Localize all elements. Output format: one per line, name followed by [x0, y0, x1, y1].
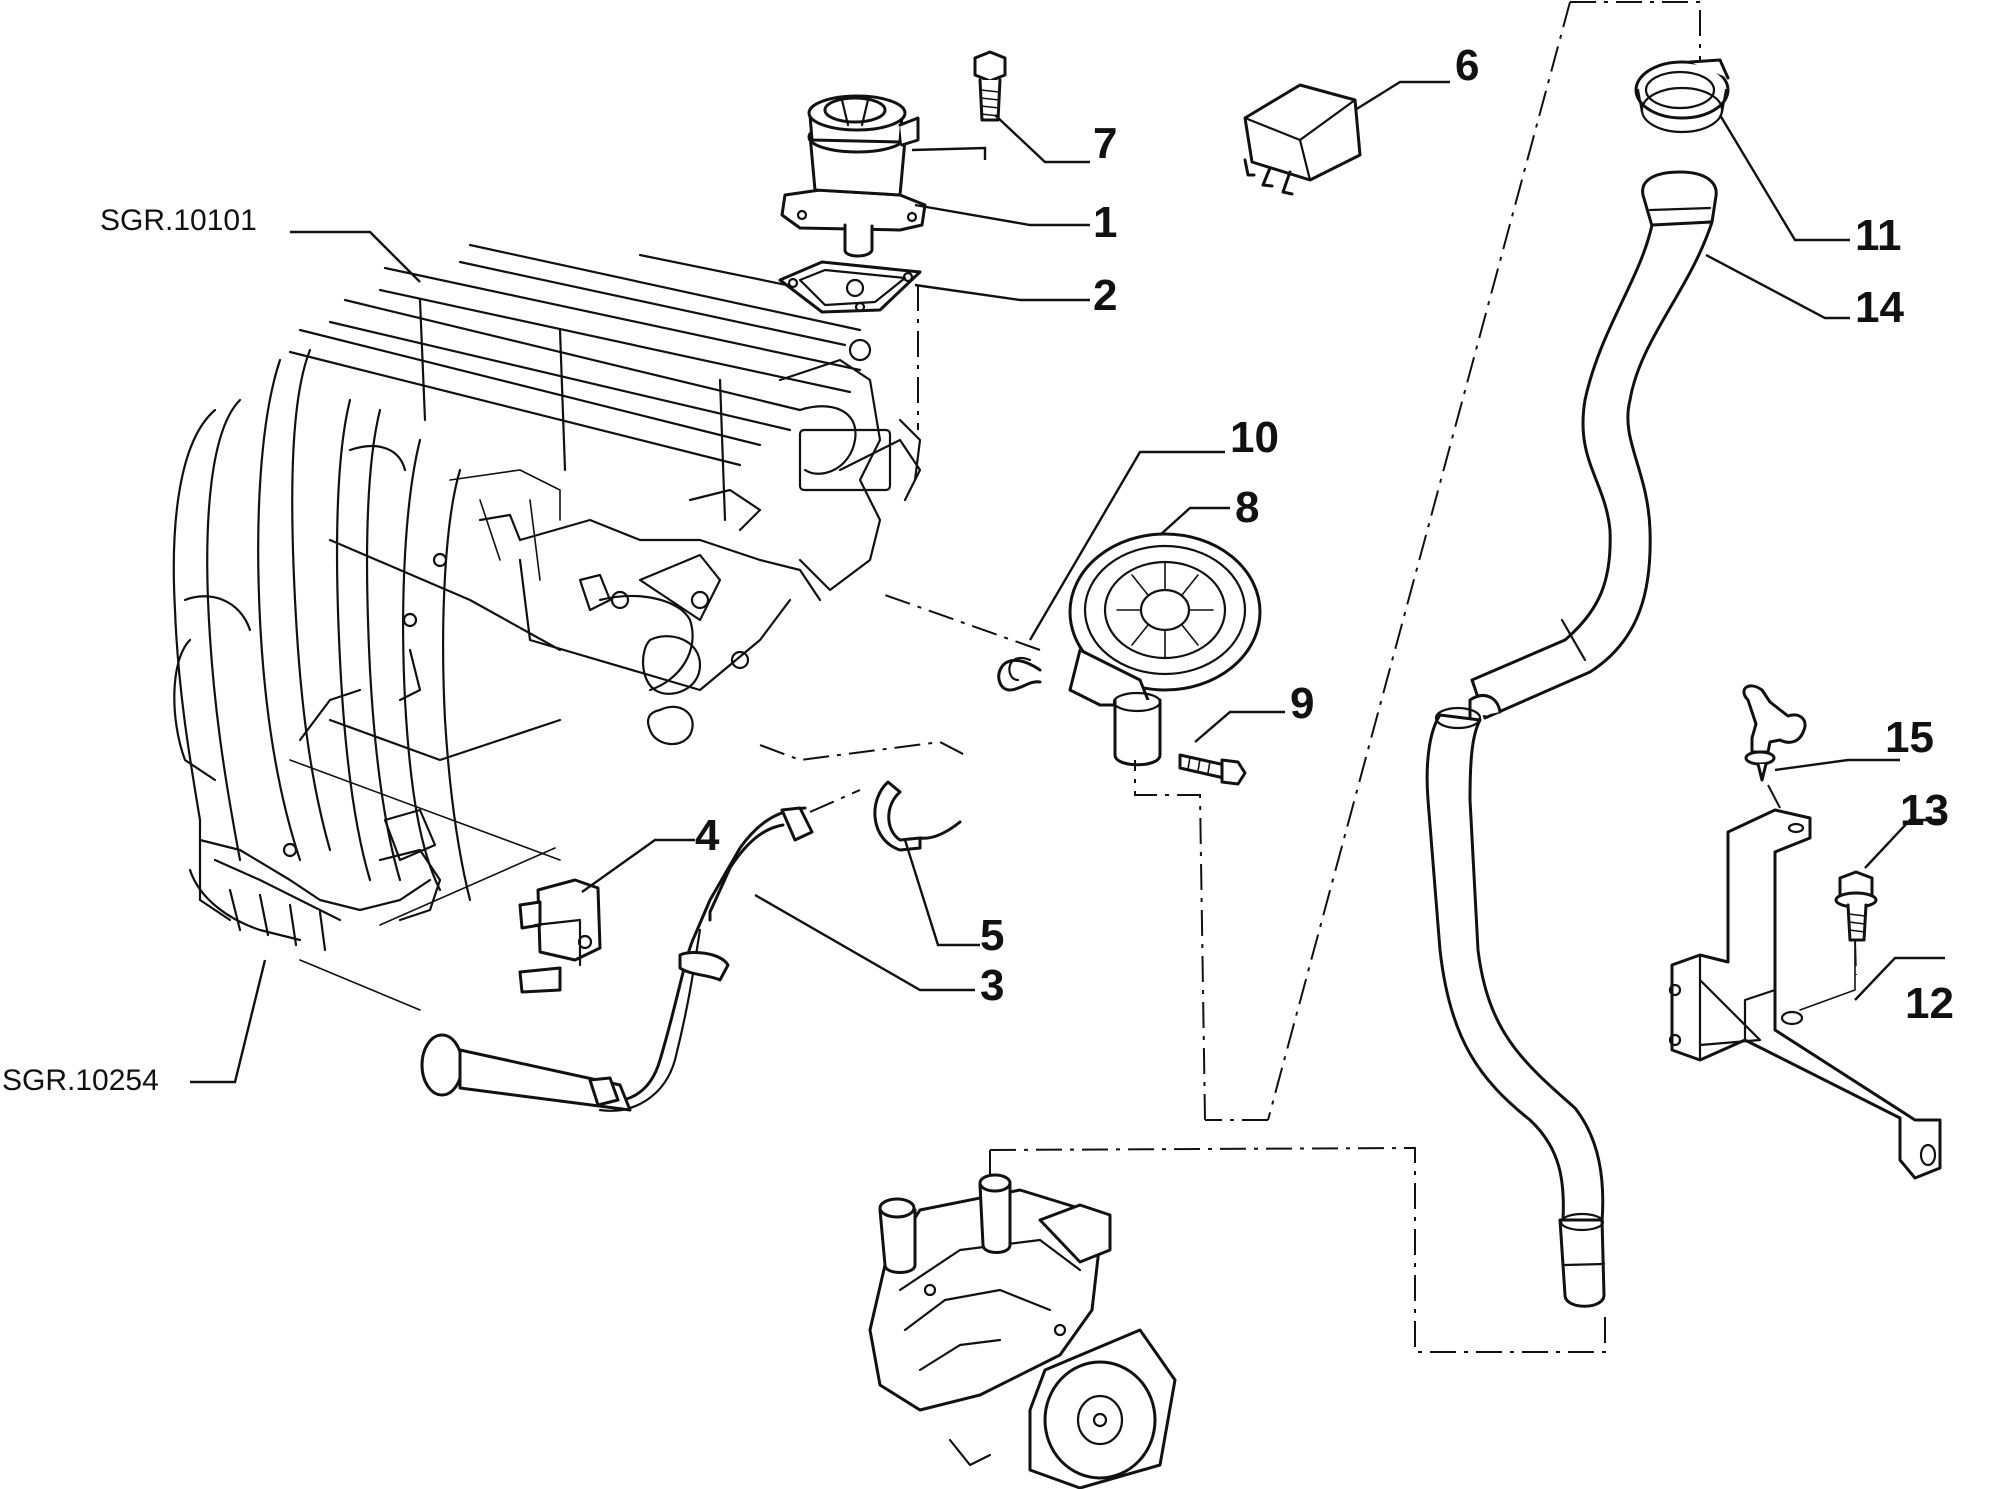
callout-10: 10 [1028, 413, 1279, 641]
svg-text:5: 5 [980, 911, 1004, 960]
secondary-air-pump [868, 1150, 1177, 1489]
part-6-relay [1243, 83, 1362, 196]
connection-lines [759, 1, 1857, 1353]
callout-11: 11 [1718, 114, 1902, 260]
intake-manifold-drawing: SGR.10254 [2, 348, 562, 1097]
callout-4: 4 [581, 811, 720, 893]
svg-text:6: 6 [1455, 41, 1479, 90]
part-14-hose [1425, 170, 1718, 1308]
callout-2: 2 [914, 271, 1117, 320]
part-15-fitting [1742, 684, 1807, 782]
svg-text:3: 3 [980, 961, 1004, 1010]
svg-text:1: 1 [1093, 198, 1117, 247]
ref-engine-block: SGR.10101 [100, 204, 257, 237]
callout-6: 6 [1354, 41, 1479, 112]
part-5-clamp [873, 780, 962, 852]
callout-9: 9 [1194, 679, 1314, 743]
part-4-bracket [518, 878, 602, 994]
callout-8: 8 [1159, 483, 1259, 536]
part-7-bolt [973, 50, 1007, 122]
part-8-check-valve [1068, 532, 1262, 767]
svg-text:9: 9 [1290, 679, 1314, 728]
callout-12: 12 [1854, 956, 1954, 1028]
callout-5: 5 [903, 839, 1004, 960]
svg-text:10: 10 [1230, 413, 1279, 462]
callout-15: 15 [1774, 713, 1934, 772]
callout-3: 3 [754, 893, 1004, 1010]
part-9-bolt [1178, 753, 1247, 786]
svg-text:14: 14 [1855, 283, 1904, 332]
svg-text:13: 13 [1900, 786, 1949, 835]
svg-text:2: 2 [1093, 271, 1117, 320]
callout-1: 1 [911, 146, 1117, 247]
callout-14: 14 [1705, 253, 1904, 332]
part-13-bolt [1834, 870, 1878, 942]
svg-text:8: 8 [1235, 483, 1259, 532]
svg-text:12: 12 [1905, 979, 1954, 1028]
part-12-bracket [1668, 808, 1942, 1180]
part-2-gasket [778, 260, 922, 430]
part-10-clip [997, 656, 1042, 692]
callout-7: 7 [994, 114, 1117, 168]
part-3-air-pipe [420, 789, 861, 1112]
callout-13: 13 [1864, 786, 1949, 869]
svg-text:4: 4 [695, 811, 720, 860]
ref-intake-manifold: SGR.10254 [2, 1064, 159, 1097]
engine-block-drawing: SGR.10101 [100, 204, 922, 746]
svg-text:11: 11 [1855, 211, 1902, 260]
part-1-air-valve [780, 94, 927, 258]
svg-text:7: 7 [1093, 119, 1117, 168]
svg-text:15: 15 [1885, 713, 1934, 762]
part-11-hose-clamp [1634, 58, 1730, 134]
